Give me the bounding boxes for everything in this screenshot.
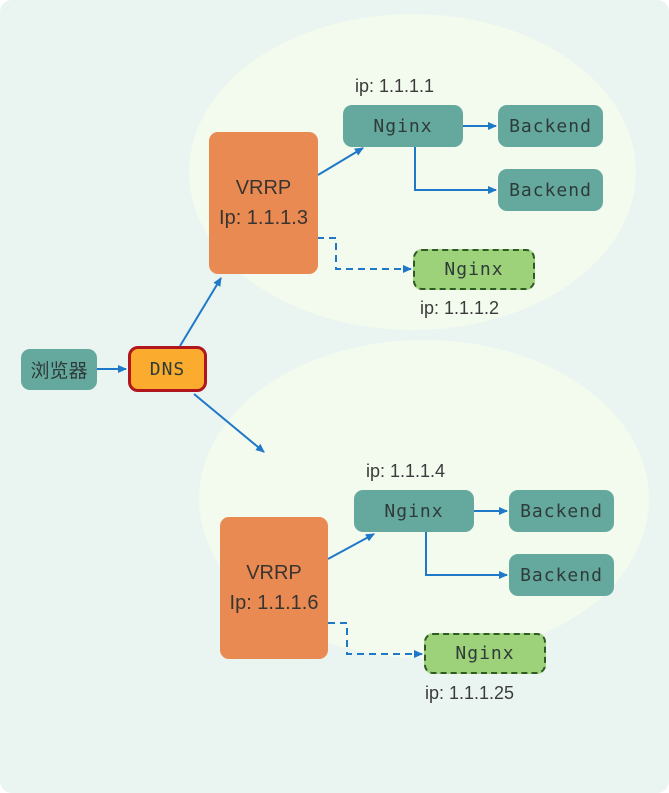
dns-node: DNS: [128, 346, 207, 392]
nginx-primary-node-1: Nginx: [343, 105, 463, 147]
nginx-standby-node-1: Nginx: [413, 249, 535, 290]
backend-1b-label: Backend: [509, 179, 592, 201]
edge-vrrp2-standby2: [328, 622, 423, 658]
edge-nginx4-backend2: [425, 532, 508, 579]
vrrp-2-ip: Ip: 1.1.1.6: [229, 592, 319, 614]
edge-dns-vrrp2: [193, 393, 265, 453]
vrrp-node-2: VRRP Ip: 1.1.1.6: [220, 517, 328, 659]
vrrp-1-ip: Ip: 1.1.1.3: [219, 207, 308, 229]
dns-label: DNS: [149, 358, 186, 380]
nginx-1-ip-label: ip: 1.1.1.1: [355, 76, 435, 96]
vrrp-2-title: VRRP: [246, 562, 302, 584]
vrrp-node-1: VRRP Ip: 1.1.1.3: [209, 132, 318, 274]
backend-node-1b: Backend: [498, 169, 603, 211]
nginx-standby-1-label: Nginx: [444, 259, 504, 280]
edge-vrrp2-nginx4: [327, 533, 375, 560]
nginx-standby-node-2: Nginx: [424, 633, 546, 674]
browser-label: 浏览器: [30, 360, 88, 382]
nginx-primary-node-2: Nginx: [354, 490, 474, 532]
edge-nginx1-backend2: [414, 147, 497, 194]
backend-node-1a: Backend: [498, 105, 603, 147]
nginx-primary-2-label: Nginx: [384, 500, 444, 522]
backend-node-2a: Backend: [509, 490, 614, 532]
nginx-4-ip-label: ip: 1.1.1.4: [366, 461, 446, 481]
backend-node-2b: Backend: [509, 554, 614, 596]
browser-node: 浏览器: [21, 349, 97, 390]
nginx-standby-2-label: Nginx: [455, 643, 515, 664]
nginx-standby-1-ip-label: ip: 1.1.1.2: [420, 298, 500, 318]
backend-2a-label: Backend: [520, 500, 603, 522]
vrrp-1-title: VRRP: [235, 177, 292, 199]
nginx-primary-1-label: Nginx: [373, 115, 433, 137]
edge-dns-vrrp1: [179, 277, 222, 347]
edge-vrrp1-nginx1: [317, 147, 364, 176]
edge-vrrp1-standby1: [317, 237, 412, 273]
nginx-standby-2-ip-label: ip: 1.1.1.25: [425, 683, 515, 703]
backend-1a-label: Backend: [509, 115, 592, 137]
backend-2b-label: Backend: [520, 564, 603, 586]
